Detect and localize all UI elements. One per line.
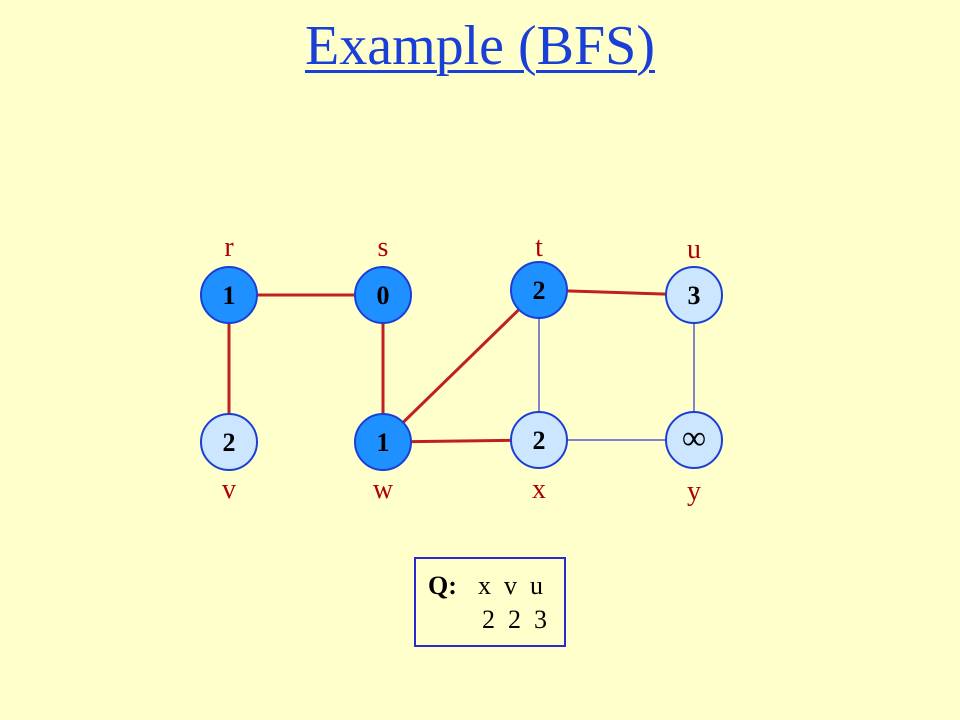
node-circle xyxy=(510,261,568,319)
node-x: 2x xyxy=(510,411,568,505)
edge-w-t xyxy=(381,288,541,444)
queue-distance: 2 xyxy=(508,605,521,634)
queue-vertex: v xyxy=(504,571,517,600)
node-circle xyxy=(665,266,723,324)
vertex-label: r xyxy=(224,232,234,263)
vertex-label: w xyxy=(373,474,394,505)
queue-label: Q: xyxy=(428,571,457,600)
node-distance: 1 xyxy=(377,428,390,457)
node-circle xyxy=(354,266,412,324)
node-distance: 0 xyxy=(377,281,390,310)
vertex-label: x xyxy=(532,474,546,505)
queue-distances: 2 2 3 xyxy=(482,605,560,635)
vertex-label: t xyxy=(535,232,543,263)
node-distance: 2 xyxy=(223,428,236,457)
node-circle xyxy=(200,266,258,324)
node-circle xyxy=(665,411,723,469)
vertex-label: v xyxy=(222,474,236,505)
node-s: 0s xyxy=(354,232,412,324)
node-w: 1w xyxy=(354,413,412,505)
node-distance: ∞ xyxy=(682,420,706,457)
queue-vertex: u xyxy=(530,571,543,600)
node-distance: 1 xyxy=(223,281,236,310)
vertex-label: s xyxy=(378,232,389,263)
node-y: ∞y xyxy=(665,411,723,507)
node-circle xyxy=(354,413,412,471)
node-t: 2t xyxy=(510,232,568,319)
node-distance: 2 xyxy=(533,276,546,305)
node-distance: 2 xyxy=(533,426,546,455)
node-circle xyxy=(510,411,568,469)
node-circle xyxy=(200,413,258,471)
node-u: 3u xyxy=(665,234,723,324)
node-v: 2v xyxy=(200,413,258,505)
queue-distance: 3 xyxy=(534,605,547,634)
queue-distance: 2 xyxy=(482,605,495,634)
page-title: Example (BFS) xyxy=(305,15,655,77)
vertex-label: y xyxy=(687,476,701,507)
node-distance: 3 xyxy=(688,281,701,310)
queue-vertex: x xyxy=(478,571,491,600)
edges-layer xyxy=(227,288,695,444)
queue-box: Q: x v u 2 2 3 xyxy=(414,557,566,647)
node-r: 1r xyxy=(200,232,258,324)
vertex-label: u xyxy=(687,234,701,265)
queue-vertices: x v u xyxy=(478,571,556,601)
